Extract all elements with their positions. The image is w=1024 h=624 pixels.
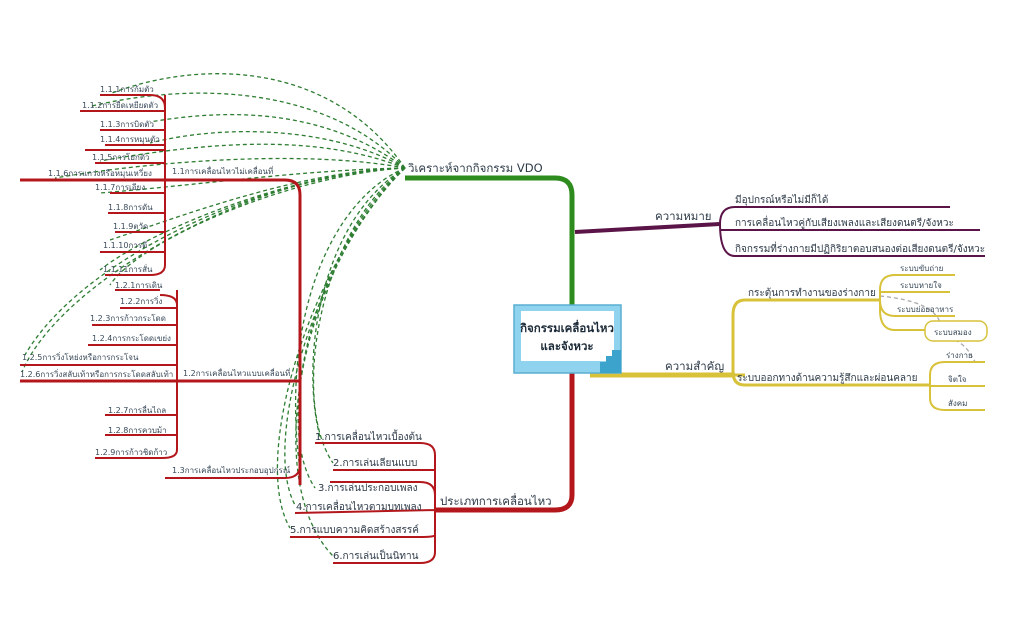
release-item[interactable]: ร่างกาย bbox=[946, 351, 973, 360]
stimulate-item[interactable]: ระบบขับถ่าย bbox=[900, 264, 943, 273]
node-1-2[interactable]: 1.2การเคลื่อนไหวแบบเคลื่อนที่ bbox=[183, 367, 290, 378]
stimulate-item[interactable]: ระบบย่อยอาหาร bbox=[897, 305, 954, 314]
types-item[interactable]: 1.การเคลื่อนไหวเบื้องต้น bbox=[315, 429, 422, 443]
node-1-2-item[interactable]: 1.2.9การก้าวชิดก้าว bbox=[95, 448, 167, 457]
node-1-2-item[interactable]: 1.2.1การเดิน bbox=[115, 281, 163, 290]
release-item[interactable]: สังคม bbox=[948, 399, 967, 408]
types-item[interactable]: 2.การเล่นเลียนแบบ bbox=[333, 457, 417, 469]
node-1-1-item[interactable]: 1.1.9ตวัด bbox=[113, 222, 148, 231]
node-1-2-item[interactable]: 1.2.2การวิ่ง bbox=[120, 295, 162, 306]
meaning-item[interactable]: การเคลื่อนไหวคู่กับเสียงเพลงและเสียงดนตร… bbox=[735, 215, 954, 229]
node-1-1-item[interactable]: 1.1.11การสั่น bbox=[103, 263, 153, 274]
branch-line-meaning bbox=[574, 222, 721, 234]
node-1-1-item[interactable]: 1.1.3การบิดตัว bbox=[100, 120, 154, 129]
stimulate-item[interactable]: ระบบสมอง bbox=[934, 328, 972, 337]
node-1-1-item[interactable]: 1.1.8การดัน bbox=[108, 203, 153, 212]
branch-types[interactable]: ประเภทการเคลื่อนไหว bbox=[440, 493, 552, 508]
node-1-2-item[interactable]: 1.2.7การลื่นไถล bbox=[108, 404, 166, 415]
node-stimulate[interactable]: กระตุ้นการทำงานของร่างกาย bbox=[748, 287, 876, 299]
center-node[interactable]: กิจกรรมเคลื่อนไหว และจังหวะ bbox=[513, 304, 622, 374]
node-1-2-item[interactable]: 1.2.6การวิ่งสลับเท้าหรือการกระโดดสลับเท้… bbox=[20, 368, 173, 379]
stimulate-item[interactable]: ระบบหายใจ bbox=[900, 281, 942, 290]
node-1-1-item[interactable]: 1.1.7การเอียง bbox=[95, 183, 145, 192]
node-1-2-item[interactable]: 1.2.8การควบม้า bbox=[108, 426, 167, 435]
node-1-1-item[interactable]: 1.1.10การตี bbox=[103, 241, 147, 250]
connector-lines bbox=[20, 73, 988, 564]
branch-analysis[interactable]: วิเคราะห์จากกิจกรรม VDO bbox=[407, 161, 542, 175]
center-title-line2: และจังหวะ bbox=[540, 339, 593, 353]
types-item[interactable]: 5.การแบบความคิดสร้างสรรค์ bbox=[290, 524, 419, 536]
node-1-3[interactable]: 1.3การเคลื่อนไหวประกอบอุปกรณ์ bbox=[172, 464, 291, 475]
branch-line-1-1 bbox=[20, 178, 302, 485]
branch-meaning[interactable]: ความหมาย bbox=[655, 209, 712, 223]
meaning-item[interactable]: กิจกรรมที่ร่างกายมีปฏิกิริยาตอบสนองต่อเส… bbox=[735, 241, 985, 255]
node-1-1-item[interactable]: 1.1.1การก้มตัว bbox=[100, 85, 154, 94]
branch-line-types bbox=[435, 372, 575, 513]
types-item[interactable]: 4.การเคลื่อนไหวตามบทเพลง bbox=[296, 499, 422, 513]
node-1-1-item[interactable]: 1.1.5การโยกตัว bbox=[92, 152, 150, 162]
node-1-2-item[interactable]: 1.2.5การวิ่งโหย่งหรือการกระโจน bbox=[22, 351, 139, 362]
node-1-2-item[interactable]: 1.2.4การกระโดดเขย่ง bbox=[92, 333, 171, 343]
node-1-2-item[interactable]: 1.2.3การก้าวกระโดด bbox=[90, 313, 166, 323]
branch-line-analysis bbox=[405, 175, 575, 305]
node-1-1-item[interactable]: 1.1.4การหมุนตัว bbox=[100, 135, 160, 144]
node-1-1-item[interactable]: 1.1.2การยืดเหยียดตัว bbox=[82, 101, 158, 110]
node-1-1-item[interactable]: 1.1.6การแกว่งหรือหมุนเหวี่ยง bbox=[48, 167, 152, 178]
branch-importance[interactable]: ความสำคัญ bbox=[665, 359, 724, 373]
meaning-item[interactable]: มีอุปกรณ์หรือไม่มีก็ได้ bbox=[735, 192, 828, 206]
branch-line-1-3 bbox=[165, 464, 301, 479]
types-item[interactable]: 6.การเล่นเป็นนิทาน bbox=[333, 548, 419, 562]
node-1-1[interactable]: 1.1การเคลื่อนไหวไม่เคลื่อนที่ bbox=[172, 165, 273, 176]
release-item[interactable]: จิตใจ bbox=[948, 375, 967, 384]
center-title-line1: กิจกรรมเคลื่อนไหว bbox=[520, 319, 614, 335]
types-item[interactable]: 3.การเล่นประกอบเพลง bbox=[318, 483, 418, 494]
node-release[interactable]: ระบบออกทางด้านความรู้สึกและผ่อนคลาย bbox=[737, 372, 918, 384]
node-labels: วิเคราะห์จากกิจกรรม VDO ความหมายความสำคัญ… bbox=[20, 85, 985, 562]
